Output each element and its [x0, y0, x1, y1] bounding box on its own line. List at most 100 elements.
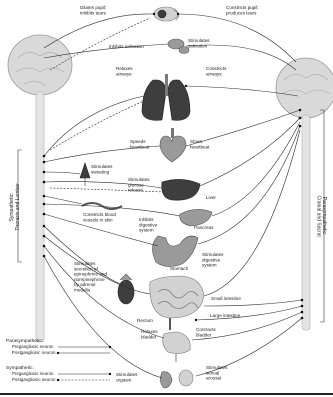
label-line: Stimulates [74, 261, 96, 266]
label-line: Cranial and Sacral [315, 195, 321, 236]
label-line: heartbeat [130, 144, 150, 149]
label-line: Pancreas [194, 225, 214, 230]
legend: Parasympathetic: Preganglionic neuron Po… [6, 338, 111, 382]
label-line: vessels in skin [83, 217, 113, 222]
label-line: system [202, 263, 217, 268]
label-liver: Liver [206, 195, 216, 200]
bladder [163, 332, 191, 362]
label-constricts-vessels: Constricts bloodvessels in skin [83, 212, 116, 222]
left-brain [8, 35, 72, 95]
label-line: Dilates pupil; [80, 5, 106, 10]
label-relaxes-airways: Relaxesairways [116, 66, 133, 76]
label-stimulates-orgasm: Stimulatesorgasm [116, 372, 138, 382]
label-line: epinephrine and [74, 272, 107, 277]
label-line: Stimulates [128, 177, 150, 182]
label-stimulates-sweating: Stimulatessweating [91, 164, 113, 174]
label-line: Stimulates [116, 372, 138, 377]
stomach [152, 236, 198, 267]
label-line: by adrenal [74, 282, 95, 287]
label-large-intestine: Large intestine [210, 313, 241, 318]
sweat-gland [80, 163, 90, 186]
label-line: Thoracic and Lumbar [15, 183, 21, 231]
label-line: heartbeat [190, 144, 210, 149]
label-line: Small intestine [211, 296, 241, 301]
label-line: Speeds [130, 139, 146, 144]
label-line: system [139, 228, 154, 233]
left-spinal-cord [36, 92, 44, 342]
lungs [142, 74, 190, 120]
label-line: Large intestine [210, 313, 241, 318]
label-rectum: Rectum [137, 318, 153, 323]
legend-para-post: Postganglionic neuron [12, 350, 56, 355]
bottom-rule [0, 393, 333, 395]
label-line: Relaxes [116, 66, 133, 71]
salivary-glands [168, 39, 189, 54]
label-line: Rectum [137, 318, 153, 323]
label-line: Stimulates [206, 365, 228, 370]
label-line: medulla [74, 287, 91, 292]
label-constricts-airways: Constrictsairways [206, 66, 227, 76]
label-line: glucose [128, 182, 144, 187]
label-line: produces tears [226, 10, 257, 15]
intestines [150, 276, 204, 318]
label-pancreas: Pancreas [194, 225, 214, 230]
legend-symp-post: Postganglionic neuron [12, 377, 56, 382]
label-stimulates-glucose: Stimulatesglucoserelease [128, 177, 150, 193]
label-line: release [128, 188, 144, 193]
heart [160, 128, 186, 162]
label-contracts-bladder: Contractsbladder [196, 327, 216, 337]
liver [162, 179, 200, 200]
label-line: airways [206, 71, 222, 76]
right-spinal-cord [302, 115, 310, 330]
legend-para-pre: Preganglionic neuron [12, 344, 54, 349]
skin-blood-vessel [82, 203, 122, 209]
label-relaxes-bladder: Relaxesbladder [141, 329, 158, 339]
label-line: bladder [141, 334, 157, 339]
label-small-intestine: Small intestine [211, 296, 241, 301]
label-line: inhibits tears [80, 10, 106, 15]
label-line: digestive [139, 222, 158, 227]
label-inhibits-digestive: Inhibitsdigestivesystem [139, 217, 158, 233]
pancreas [180, 209, 212, 226]
parasympathetic-label: Parasympathetic:Cranial and Sacral [315, 195, 327, 236]
eye [154, 7, 179, 21]
label-line: Liver [206, 195, 216, 200]
label-inhibits-salivation: Inhibits salivation [109, 44, 144, 49]
right-brain-and-spinal-cord [276, 58, 333, 330]
right-brain [276, 58, 333, 118]
label-slows-heartbeat: Slowsheartbeat [190, 139, 210, 149]
label-line: digestive [202, 257, 221, 262]
label-stomach: Stomach [170, 266, 189, 271]
label-line: Stomach [170, 266, 189, 271]
genitals [160, 370, 193, 388]
label-line: Stimulates [202, 252, 224, 257]
label-line: norepinephrine [74, 277, 105, 282]
label-line: Inhibits [139, 217, 154, 222]
label-line: Contracts [196, 327, 216, 332]
label-line: sweating [91, 169, 110, 174]
label-line: Relaxes [141, 329, 158, 334]
label-speeds-heartbeat: Speedsheartbeat [130, 139, 150, 149]
label-line: Slows [190, 139, 203, 144]
label-dilates-pupil: Dilates pupil;inhibits tears [80, 5, 106, 15]
label-line: Stimulates [188, 38, 210, 43]
label-stimulates-salivation: Stimulatessalivation [188, 38, 210, 48]
label-line: Stimulates [91, 164, 113, 169]
sympathetic-label: Sympathetic:Thoracic and Lumbar [9, 183, 21, 231]
label-stimulates-digestive: Stimulatesdigestivesystem [202, 252, 224, 268]
label-line: sexual [206, 370, 219, 375]
label-adrenal: Stimulatessecretion ofepinephrine andnor… [74, 261, 107, 292]
label-stimulates-sexual: Stimulatessexualarousal [206, 365, 228, 381]
label-line: Constricts [206, 66, 227, 71]
legend-symp-pre: Preganglionic neuron [12, 371, 54, 376]
label-line: bladder [196, 332, 212, 337]
label-line: salivation [188, 43, 208, 48]
label-line: airways [116, 71, 132, 76]
label-line: Constricts blood [83, 212, 116, 217]
label-line: Inhibits salivation [109, 44, 144, 49]
label-line: Constricts pupil; [226, 5, 259, 10]
label-line: orgasm [116, 377, 131, 382]
label-line: arousal [206, 376, 221, 381]
label-constricts-pupil: Constricts pupil;produces tears [226, 5, 259, 15]
